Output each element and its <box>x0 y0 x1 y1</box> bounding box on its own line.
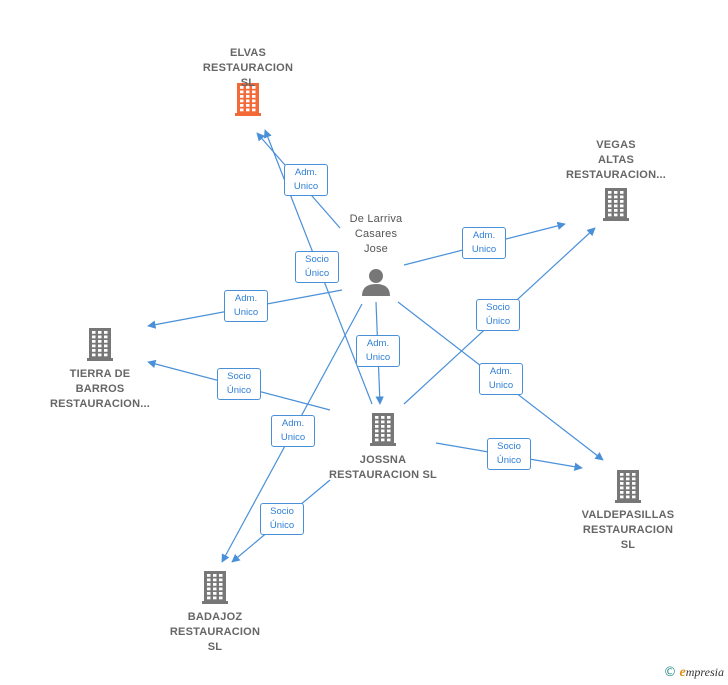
building-icon[interactable] <box>615 470 641 503</box>
edge-label-line: Unico <box>233 307 259 318</box>
node-label-line: SL <box>240 77 256 89</box>
node-label-line: De Larriva <box>349 213 403 225</box>
edge-label-line: Unico <box>280 432 306 443</box>
building-icon[interactable] <box>603 188 629 221</box>
node-label-line: RESTAURACION... <box>566 169 666 181</box>
node-label-valdepasillas[interactable]: VALDEPASILLAS RESTAURACION SL <box>563 508 693 553</box>
node-label-line: VALDEPASILLAS <box>581 509 675 521</box>
node-label-line: ALTAS <box>597 154 635 166</box>
edge-label-line: Unico <box>365 352 391 363</box>
edge-label-line: Unico <box>293 181 319 192</box>
edge-label-line: Socio <box>305 254 329 265</box>
brand-name: mpresia <box>685 665 724 679</box>
node-label-line: VEGAS <box>596 139 636 151</box>
node-label-line: RESTAURACION <box>582 524 674 536</box>
node-label-line: BARROS <box>75 383 125 395</box>
node-label-tierra[interactable]: TIERRA DE BARROS RESTAURACION... <box>35 367 165 412</box>
node-label-line: RESTAURACION <box>202 62 294 74</box>
edge-label-line: Adm. <box>281 418 305 429</box>
node-label-line: SL <box>207 641 223 653</box>
edge-label[interactable]: Adm. Unico <box>271 415 315 447</box>
edge-label[interactable]: Adm. Unico <box>479 363 523 395</box>
footer-brand: © empresia <box>664 665 724 681</box>
node-label-line: SL <box>620 539 636 551</box>
edge-label-line: Adm. <box>366 338 390 349</box>
edge-label-line: Socio <box>497 441 521 452</box>
node-label-line: BADAJOZ <box>187 611 243 623</box>
node-label-badajoz[interactable]: BADAJOZ RESTAURACION SL <box>150 610 280 655</box>
node-label-elvas[interactable]: ELVAS RESTAURACION SL <box>183 46 313 91</box>
node-label-line: TIERRA DE <box>69 368 131 380</box>
edge-label-line: Adm. <box>472 230 496 241</box>
edge-label-line: Único <box>485 316 511 327</box>
node-label-jossna[interactable]: JOSSNA RESTAURACION SL <box>318 453 448 483</box>
node-label-line: RESTAURACION SL <box>329 469 437 481</box>
building-icon[interactable] <box>370 413 396 446</box>
edge-label-line: Único <box>226 385 252 396</box>
edge-label-line: Adm. <box>489 366 513 377</box>
building-icon[interactable] <box>235 83 261 116</box>
edge-label-line: Adm. <box>294 167 318 178</box>
node-label-line: ELVAS <box>229 47 267 59</box>
edge-label[interactable]: Adm. Unico <box>224 290 268 322</box>
edge-label-line: Único <box>269 520 295 531</box>
brand-initial: e <box>679 665 686 680</box>
node-label-line: Casares <box>354 228 398 240</box>
edge-label-line: Socio <box>227 371 251 382</box>
edge-label-line: Único <box>496 455 522 466</box>
edge-label-line: Unico <box>488 380 514 391</box>
person-icon[interactable] <box>362 269 390 296</box>
edge-label-line: Socio <box>270 506 294 517</box>
node-label-line: JOSSNA <box>359 454 407 466</box>
node-label-vegas[interactable]: VEGAS ALTAS RESTAURACION... <box>551 138 681 183</box>
icons-layer <box>87 83 641 604</box>
building-icon[interactable] <box>202 571 228 604</box>
edge-label[interactable]: Adm. Unico <box>284 164 328 196</box>
edge-label-line: Adm. <box>234 293 258 304</box>
edge-label[interactable]: Adm. Unico <box>356 335 400 367</box>
edge-label-line: Socio <box>486 302 510 313</box>
edge-label-line: Unico <box>471 244 497 255</box>
building-icon[interactable] <box>87 328 113 361</box>
node-label-line: RESTAURACION... <box>50 398 150 410</box>
node-label-line: RESTAURACION <box>169 626 261 638</box>
node-label-line: Jose <box>363 243 389 255</box>
edge-label[interactable]: Adm. Unico <box>462 227 506 259</box>
edge-label-line: Único <box>304 268 330 279</box>
copyright-icon: © <box>663 665 677 680</box>
